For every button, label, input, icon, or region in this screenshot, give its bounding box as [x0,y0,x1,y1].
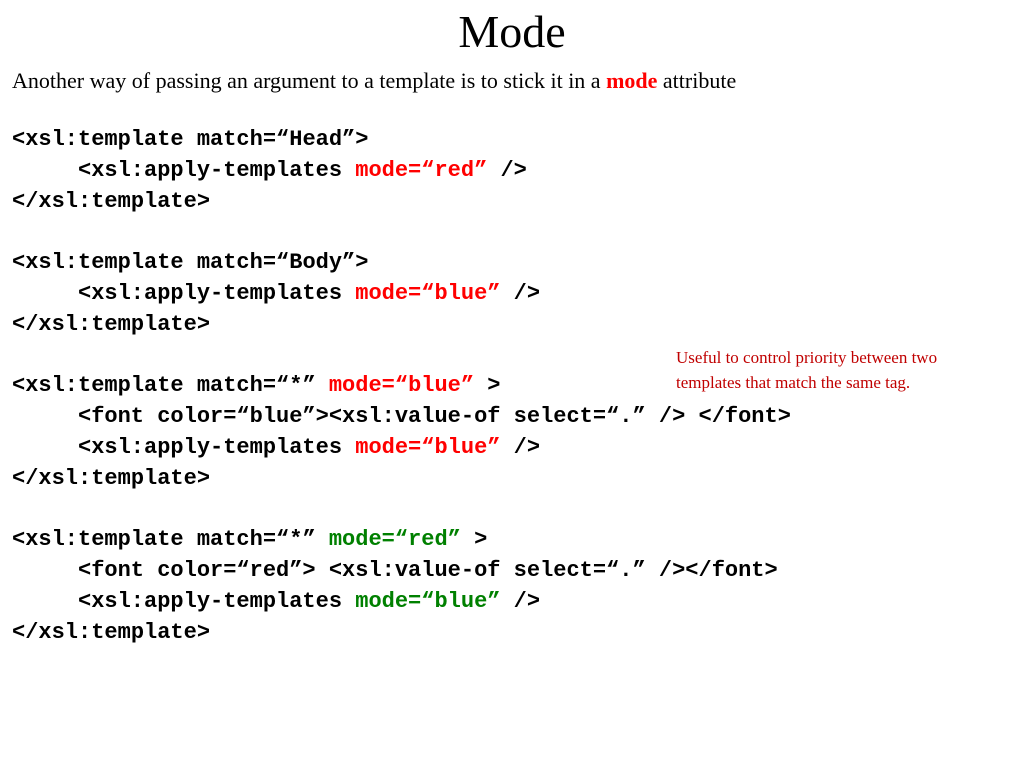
code-text: <xsl:template match=“*” [12,527,329,553]
intro-after: attribute [657,68,737,93]
code-text: /> [500,588,541,614]
mode-attribute: mode=“blue” [355,434,501,460]
code-text: <xsl:apply-templates [78,434,356,460]
code-line: </xsl:template> [12,465,211,491]
intro-text: Another way of passing an argument to a … [12,66,1012,96]
intro-before: Another way of passing an argument to a … [12,68,607,93]
intro-keyword: mode [606,68,658,93]
mode-attribute: mode=“blue” [355,280,501,306]
code-text: <xsl:template match=“*” [12,373,329,399]
blank-line [12,217,1017,248]
code-text: /> [500,280,541,306]
code-text: <xsl:apply-templates [78,157,356,183]
code-text: /> [487,157,527,183]
code-line: <xsl:template match=“Body”> [12,250,369,276]
code-line: <xsl:apply-templates mode=“blue” /> [12,433,1017,464]
code-line: </xsl:template> [12,311,211,337]
code-line: <xsl:template match=“Head”> [12,127,369,152]
code-line: <font color=“red”> <xsl:value-of select=… [78,558,778,584]
code-line: <xsl:template match=“*” mode=“red” > [12,525,1017,556]
mode-attribute: mode=“blue” [328,373,475,399]
code-text: <xsl:apply-templates [78,280,356,306]
blank-line [12,495,1017,526]
code-line: <xsl:apply-templates mode=“blue” /> [12,279,1017,310]
code-text: > [460,527,488,553]
code-line: <xsl:apply-templates mode=“red” /> [12,156,1017,187]
code-line: </xsl:template> [12,188,211,214]
code-line: <font color=“blue”><xsl:value-of select=… [78,404,791,430]
mode-attribute: mode=“blue” [355,588,501,614]
code-text: /> [500,434,541,460]
code-text: > [474,373,501,399]
mode-attribute: mode=“red” [355,157,488,183]
code-line: </xsl:template> [12,619,211,645]
code-text: <xsl:apply-templates [78,588,356,614]
code-line: <xsl:apply-templates mode=“blue” /> [12,587,1017,618]
code-line: <xsl:template match=“*” mode=“blue” > [12,371,1017,402]
side-note: Useful to control priority between two t… [676,348,938,392]
slide-title: Mode [458,6,566,57]
mode-attribute: mode=“red” [328,527,461,553]
code-block: <xsl:template match=“Head”> <xsl:apply-t… [12,125,1017,649]
